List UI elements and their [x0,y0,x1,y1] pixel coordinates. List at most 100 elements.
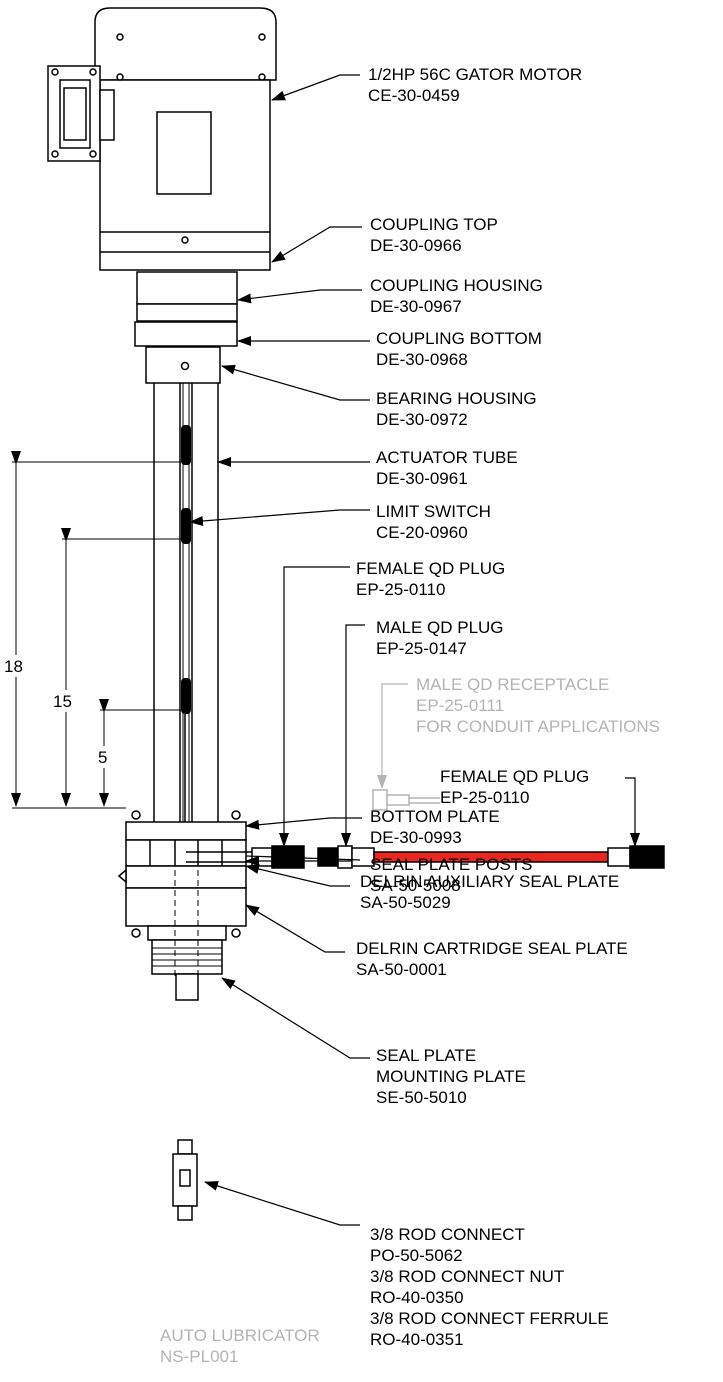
title-block-number: NS-PL001 [160,1347,238,1366]
svg-text:MALE QD PLUG: MALE QD PLUG [376,618,504,637]
female-qd-plug-2-part: EP-25-0110 [440,788,529,807]
svg-text:COUPLING BOTTOM: COUPLING BOTTOM [376,329,542,348]
ghost-leader [377,683,408,789]
actuator-tube-name: ACTUATOR TUBE [376,448,518,467]
rod-connect-name: 3/8 ROD CONNECT [370,1225,525,1244]
svg-text:SA-50-5008: SA-50-5008 [370,876,461,895]
svg-text:AUTO LUBRICATOR: AUTO LUBRICATOR [160,1326,320,1345]
svg-text:EP-25-0147: EP-25-0147 [376,639,467,658]
male-qd-receptacle-note: FOR CONDUIT APPLICATIONS [416,717,660,736]
bottom-plate-name: BOTTOM PLATE [370,807,500,826]
coupling-stack [134,271,238,384]
svg-text:BEARING HOUSING: BEARING HOUSING [376,389,537,408]
svg-text:DE-30-0972: DE-30-0972 [376,410,468,429]
male-qd-receptacle-part: EP-25-0111 [416,696,504,715]
rod-connect-nut-name: 3/8 ROD CONNECT NUT [370,1267,564,1286]
svg-text:SEAL PLATE: SEAL PLATE [376,1046,476,1065]
motor [47,7,277,271]
mounting-plate-name: MOUNTING PLATE [376,1067,526,1086]
motor-part: CE-30-0459 [368,86,460,105]
svg-text:SEAL PLATE POSTS: SEAL PLATE POSTS [370,855,533,874]
coupling-top-name: COUPLING TOP [370,215,498,234]
dim-5: 5 [98,748,107,767]
male-qd-receptacle-name: MALE QD RECEPTACLE [416,675,609,694]
bottom-plate-part: DE-30-0993 [370,828,462,847]
dim-18: 18 [4,657,23,676]
female-qd-plug-name: FEMALE QD PLUG [356,559,505,578]
coupling-top-part: DE-30-0966 [370,236,462,255]
bearing-housing-part: DE-30-0972 [376,410,468,429]
svg-text:MOUNTING PLATE: MOUNTING PLATE [376,1067,526,1086]
svg-text:DELRIN AUXILIARY SEAL PLATE: DELRIN AUXILIARY SEAL PLATE [360,872,619,891]
limit-switch-name: LIMIT SWITCH [376,502,491,521]
svg-text:DE-30-0961: DE-30-0961 [376,469,468,488]
cable-assembly [184,714,665,869]
rod-connect [172,1139,198,1221]
dim-15: 15 [53,692,72,711]
motor-name: 1/2HP 56C GATOR MOTOR [368,65,582,84]
svg-text:3/8 ROD CONNECT: 3/8 ROD CONNECT [370,1225,525,1244]
svg-text:FEMALE QD PLUG: FEMALE QD PLUG [356,559,505,578]
svg-text:LIMIT SWITCH: LIMIT SWITCH [376,502,491,521]
svg-text:EP-25-0110: EP-25-0110 [356,580,445,599]
leader-lines [189,74,640,1226]
svg-text:DE-30-0968: DE-30-0968 [376,350,468,369]
svg-text:PO-50-5062: PO-50-5062 [370,1246,463,1265]
rod-connect-nut-part: RO-40-0350 [370,1288,464,1307]
delrin-aux-part: SA-50-5029 [360,893,451,912]
svg-text:EP-25-0110: EP-25-0110 [440,788,529,807]
coupling-bottom-name: COUPLING BOTTOM [376,329,542,348]
title-block-title: AUTO LUBRICATOR [160,1326,320,1345]
coupling-housing-name: COUPLING HOUSING [370,276,543,295]
svg-text:SA-50-5029: SA-50-5029 [360,893,451,912]
mounting-plate-part: SE-50-5010 [376,1088,467,1107]
bearing-housing-name: BEARING HOUSING [376,389,537,408]
seal-plate-posts-part: SA-50-5008 [370,876,461,895]
seal-plate-name: SEAL PLATE [376,1046,476,1065]
seal-plate-threads [152,947,222,967]
svg-text:SE-50-5010: SE-50-5010 [376,1088,467,1107]
svg-text:CE-20-0960: CE-20-0960 [376,523,468,542]
delrin-aux-name: DELRIN AUXILIARY SEAL PLATE [360,872,619,891]
svg-text:SA-50-0001: SA-50-0001 [356,960,447,979]
svg-text:FOR CONDUIT APPLICATIONS: FOR CONDUIT APPLICATIONS [416,717,660,736]
svg-text:RO-40-0350: RO-40-0350 [370,1288,464,1307]
male-qd-plug-name: MALE QD PLUG [376,618,504,637]
rod-connect-part: PO-50-5062 [370,1246,463,1265]
svg-text:CE-30-0459: CE-30-0459 [368,86,460,105]
svg-text:NS-PL001: NS-PL001 [160,1347,238,1366]
svg-text:3/8 ROD CONNECT NUT: 3/8 ROD CONNECT NUT [370,1267,564,1286]
svg-text:DELRIN CARTRIDGE SEAL PLATE: DELRIN CARTRIDGE SEAL PLATE [356,939,628,958]
coupling-housing-part: DE-30-0967 [370,297,462,316]
coupling-bottom-part: DE-30-0968 [376,350,468,369]
svg-text:EP-25-0111: EP-25-0111 [416,696,504,715]
svg-text:COUPLING TOP: COUPLING TOP [370,215,498,234]
rod-connect-ferrule-part: RO-40-0351 [370,1330,464,1349]
callout-labels: 1/2HP 56C GATOR MOTOR CE-30-0459 COUPLIN… [160,65,660,1366]
svg-text:DE-30-0967: DE-30-0967 [370,297,462,316]
svg-text:BOTTOM PLATE: BOTTOM PLATE [370,807,500,826]
svg-text:3/8 ROD CONNECT FERRULE: 3/8 ROD CONNECT FERRULE [370,1309,609,1328]
svg-text:MALE QD RECEPTACLE: MALE QD RECEPTACLE [416,675,609,694]
rod-connect-ferrule-name: 3/8 ROD CONNECT FERRULE [370,1309,609,1328]
dimension-lines [11,451,183,809]
seal-plates [117,810,247,1001]
seal-plate-posts-name: SEAL PLATE POSTS [370,855,533,874]
svg-text:DE-30-0966: DE-30-0966 [370,236,462,255]
svg-text:COUPLING HOUSING: COUPLING HOUSING [370,276,543,295]
delrin-cartridge-part: SA-50-0001 [356,960,447,979]
actuator-tube-part: DE-30-0961 [376,469,468,488]
svg-text:RO-40-0351: RO-40-0351 [370,1330,464,1349]
svg-text:ACTUATOR TUBE: ACTUATOR TUBE [376,448,518,467]
male-qd-plug-part: EP-25-0147 [376,639,467,658]
svg-text:FEMALE QD PLUG: FEMALE QD PLUG [440,767,589,786]
limit-switches [181,425,191,714]
ghost-receptacle [372,789,440,811]
svg-text:DE-30-0993: DE-30-0993 [370,828,462,847]
female-qd-plug-2-name: FEMALE QD PLUG [440,767,589,786]
delrin-cartridge-name: DELRIN CARTRIDGE SEAL PLATE [356,939,628,958]
svg-text:1/2HP 56C GATOR MOTOR: 1/2HP 56C GATOR MOTOR [368,65,582,84]
limit-switch-part: CE-20-0960 [376,523,468,542]
female-qd-plug-part: EP-25-0110 [356,580,445,599]
